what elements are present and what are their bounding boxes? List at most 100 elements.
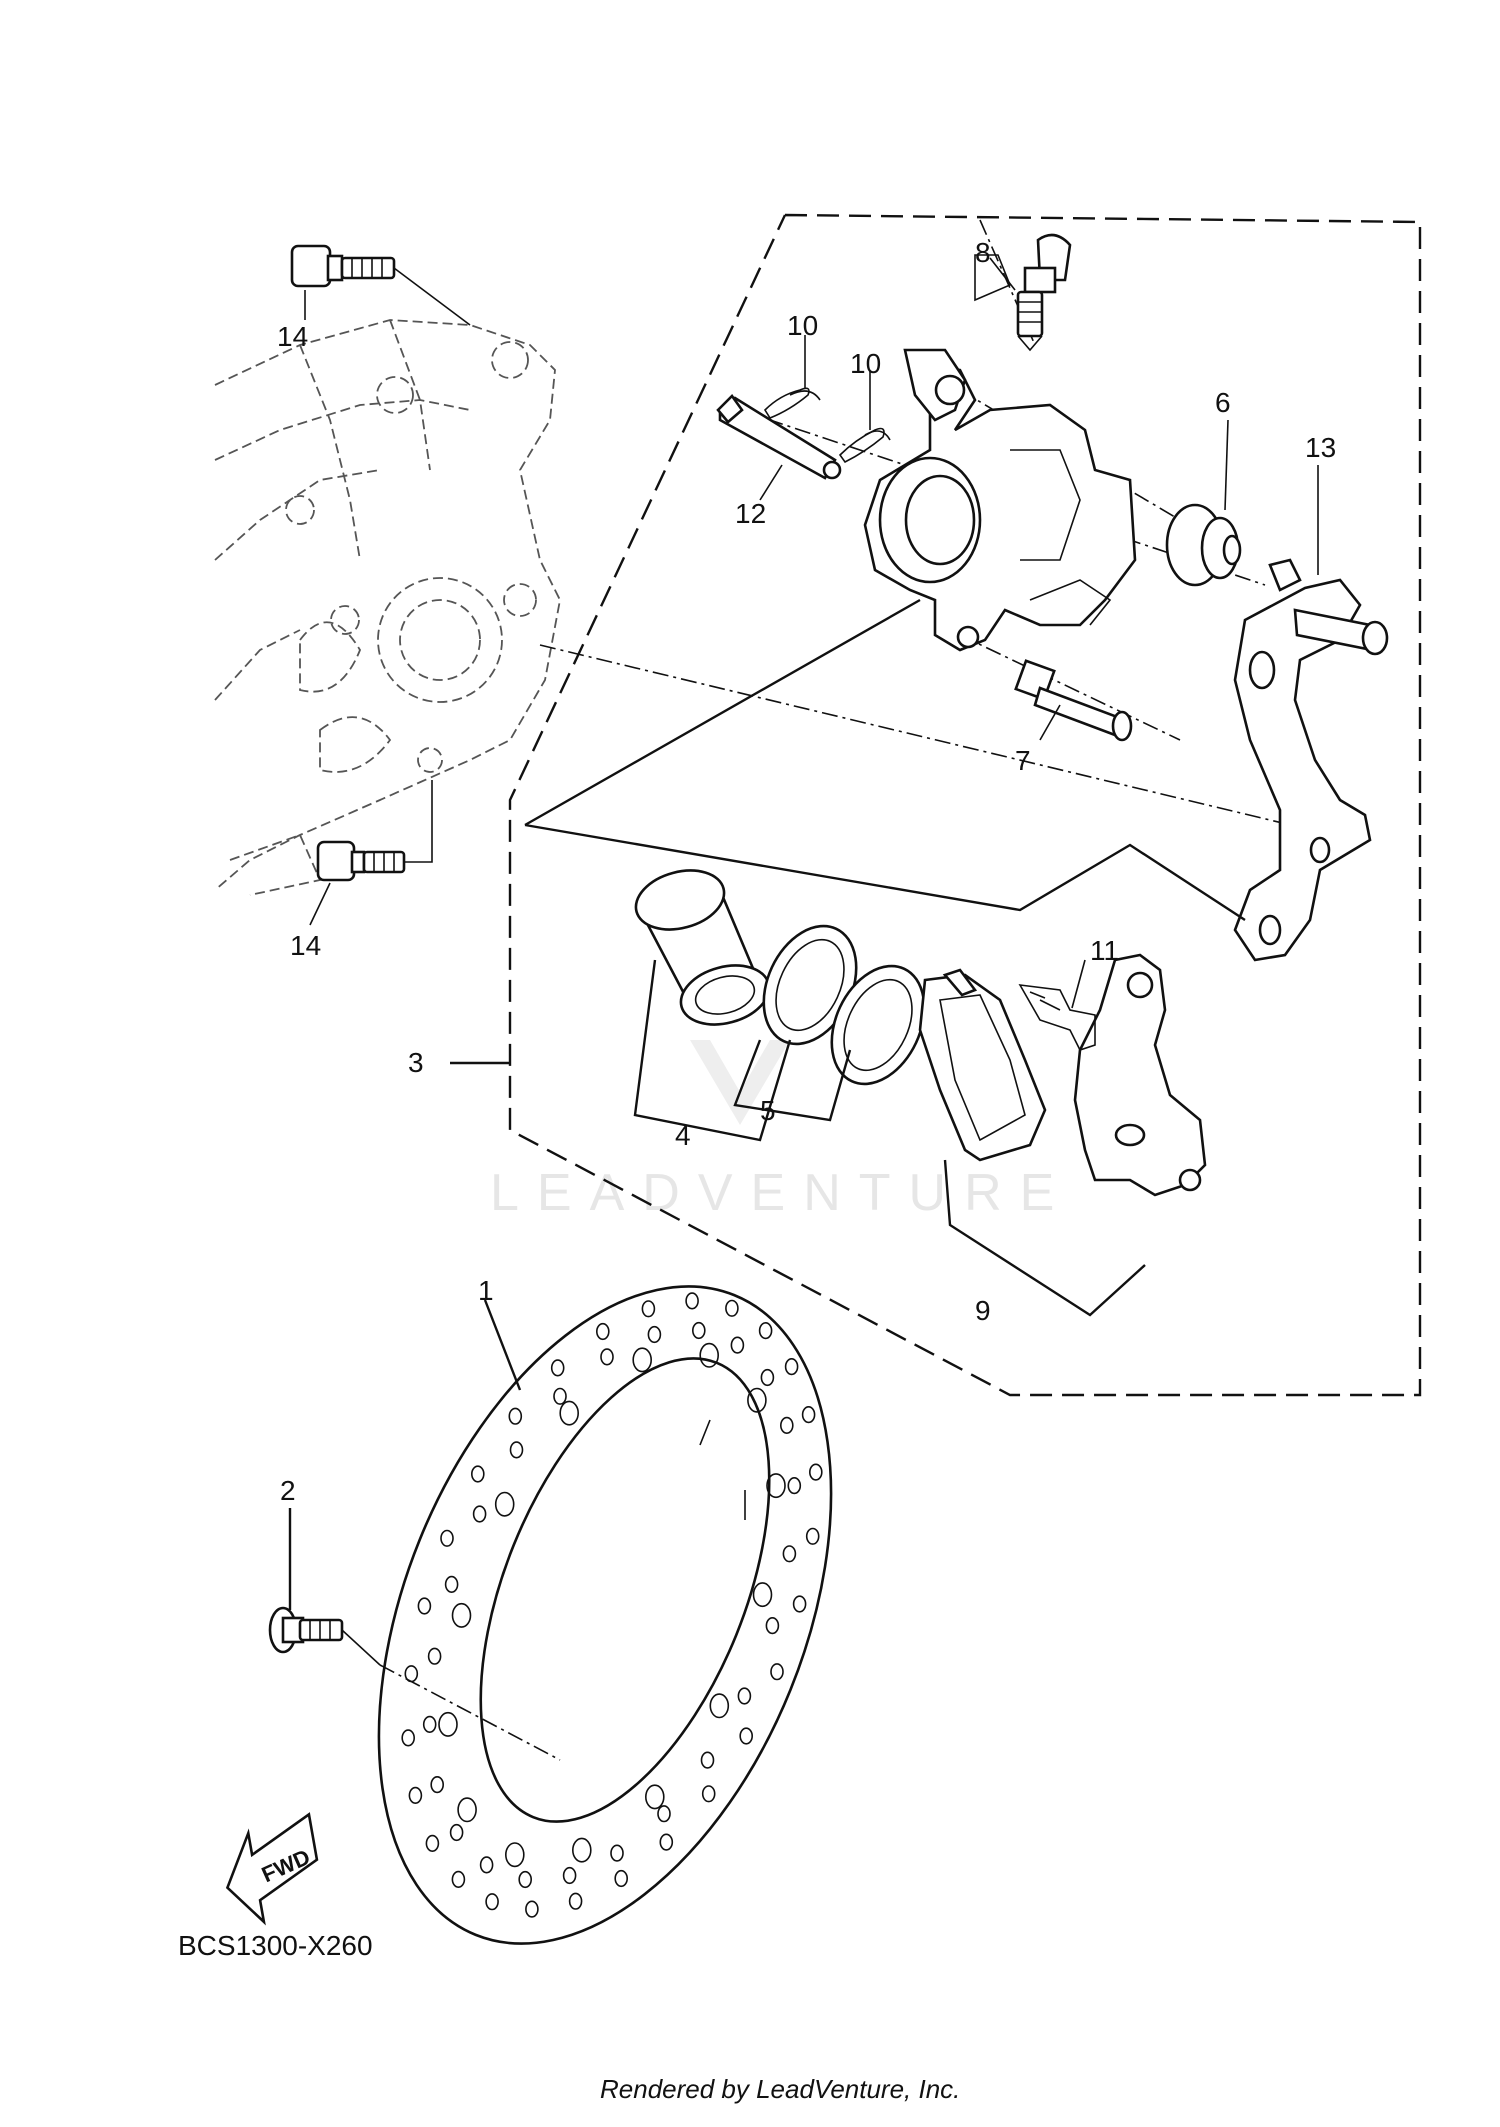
disc-hole <box>430 1775 445 1794</box>
disc-hole <box>509 1441 524 1459</box>
leader-4 <box>633 959 792 1142</box>
disc-hole <box>758 1321 773 1340</box>
disc-hole <box>479 1856 494 1874</box>
bleeder-screw-8 <box>974 233 1072 352</box>
disc-hole <box>641 1300 656 1318</box>
disc-hole <box>647 1325 662 1344</box>
disc-hole <box>401 1729 416 1747</box>
callout-2: 2 <box>280 1475 296 1506</box>
watermark-text: LEADVENTURE <box>490 1164 1072 1222</box>
callout-1: 1 <box>478 1275 494 1306</box>
diagram-code: BCS1300-X260 <box>178 1930 373 1961</box>
disc-hole <box>553 1387 567 1405</box>
disc-hole <box>765 1616 780 1635</box>
disc-hole <box>438 1711 458 1737</box>
callout-5: 5 <box>760 1095 776 1126</box>
disc-hole <box>699 1342 720 1368</box>
disc-holes <box>401 1292 823 1918</box>
disc-hole <box>451 1870 466 1888</box>
boot-6 <box>1165 503 1242 587</box>
disc-hole <box>614 1869 629 1888</box>
leader-9 <box>943 1159 1146 1317</box>
leader-outline <box>524 598 1246 922</box>
callout-13: 13 <box>1305 432 1336 463</box>
disc-hole <box>422 1715 437 1733</box>
callout-6: 6 <box>1215 387 1231 418</box>
disc-hole <box>787 1476 802 1495</box>
brake-pads-9 <box>918 953 1207 1197</box>
disc-hole <box>659 1833 674 1851</box>
caliper-body <box>863 348 1137 652</box>
disc-hole <box>408 1786 423 1804</box>
leader-5 <box>733 1039 852 1122</box>
disc-hole <box>805 1527 820 1545</box>
callouts: 1 2 3 4 5 6 7 8 9 10 10 11 12 13 14 14 <box>277 237 1336 1506</box>
piston-4 <box>634 869 771 1026</box>
disc-hole <box>701 1785 716 1803</box>
pad-spring-11 <box>1018 959 1096 1051</box>
clip-10-a <box>763 335 821 419</box>
disc-hole <box>770 1663 784 1681</box>
disc-hole <box>440 1529 454 1547</box>
disc-hole <box>760 1368 775 1387</box>
disc-hole <box>737 1687 752 1705</box>
disc-hole <box>700 1751 715 1769</box>
callout-4: 4 <box>675 1120 691 1151</box>
bolt-14-bottom <box>316 780 433 882</box>
disc-hole <box>725 1299 739 1317</box>
disc-hole <box>504 1842 525 1868</box>
callout-12: 12 <box>735 498 766 529</box>
disc-hole <box>568 1892 583 1910</box>
disc-hole <box>427 1647 442 1665</box>
disc-hole <box>784 1357 799 1376</box>
disc-hole <box>610 1844 624 1862</box>
seals-5 <box>762 924 926 1086</box>
disc-hole <box>709 1693 730 1719</box>
bracket-13 <box>1233 558 1389 962</box>
disc-hole <box>449 1823 464 1842</box>
swingarm-ghost <box>214 319 561 896</box>
disc-hole <box>494 1491 515 1517</box>
disc-hole <box>457 1797 477 1823</box>
callout-9: 9 <box>975 1295 991 1326</box>
disc-hole <box>518 1870 533 1889</box>
callout-3: 3 <box>408 1047 424 1078</box>
disc-hole <box>782 1545 797 1563</box>
disc-hole <box>691 1321 706 1340</box>
disc-hole <box>550 1359 565 1377</box>
disc-hole <box>571 1837 592 1863</box>
callout-14-a: 14 <box>277 321 308 352</box>
disc-hole <box>644 1784 665 1810</box>
leader-lines <box>304 290 1319 926</box>
slide-pin-7 <box>1014 659 1133 742</box>
disc-hole <box>752 1582 773 1608</box>
caliper-assembly-boundary <box>508 213 1422 1397</box>
disc-hole <box>657 1805 671 1823</box>
disc-hole <box>685 1292 699 1310</box>
disc-hole <box>525 1900 539 1918</box>
disc-hole <box>595 1322 610 1341</box>
fwd-arrow-icon: FWD <box>225 1812 319 1926</box>
callout-7: 7 <box>1015 745 1031 776</box>
disc-hole <box>562 1866 577 1885</box>
disc-hole <box>451 1602 472 1628</box>
disc-hole <box>417 1597 432 1615</box>
disc-hole <box>739 1727 754 1745</box>
disc-hole <box>559 1400 580 1426</box>
callout-11: 11 <box>1090 935 1119 966</box>
disc-bolt-2 <box>268 1508 561 1761</box>
disc-hole <box>747 1387 767 1413</box>
disc-hole <box>801 1405 816 1424</box>
disc-hole <box>508 1407 523 1425</box>
callout-14-b: 14 <box>290 930 321 961</box>
disc-hole <box>632 1347 653 1373</box>
disc-hole <box>444 1575 459 1593</box>
disc-hole <box>425 1834 440 1852</box>
disc-hole <box>485 1893 499 1911</box>
disc-hole <box>600 1348 614 1366</box>
disc-hole <box>766 1473 786 1499</box>
disc-hole <box>792 1595 807 1613</box>
leader-1 <box>483 1299 522 1391</box>
bolt-14-top <box>290 244 471 326</box>
